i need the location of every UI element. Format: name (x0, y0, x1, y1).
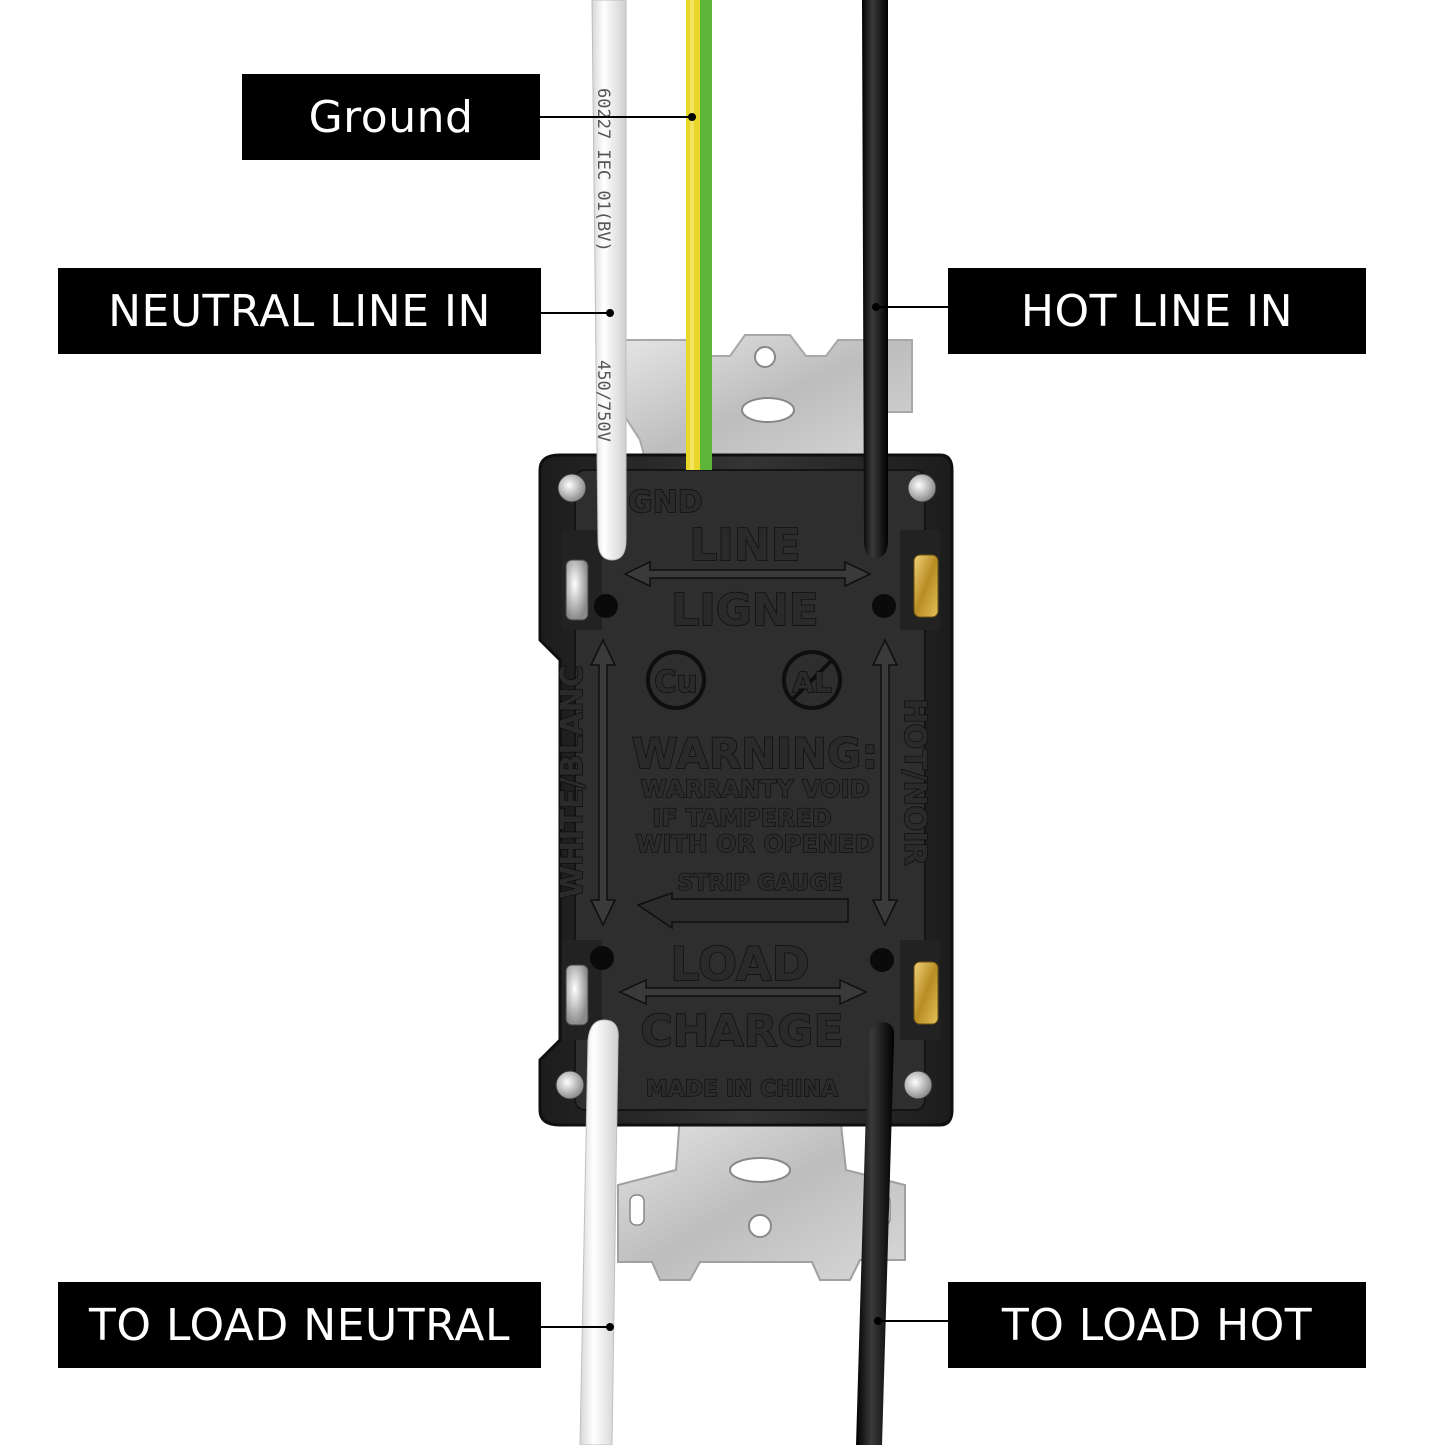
gnd-text: GND (628, 485, 703, 520)
leader-dot-hot-line-in (872, 303, 880, 311)
label-hot-line-in-text: HOT LINE IN (1020, 285, 1294, 337)
made-in-text: MADE IN CHINA (646, 1077, 838, 1102)
terminal-holes (590, 594, 896, 972)
white-blanc-text: WHITE/BLANC (555, 665, 590, 899)
leader-neutral-line-in (541, 312, 609, 314)
wire-print-line2: 450/750V (593, 360, 613, 442)
leader-to-load-hot (880, 1320, 948, 1322)
leader-dot-ground (688, 113, 696, 121)
label-to-load-hot: TO LOAD HOT (948, 1282, 1366, 1368)
cu-al-marks (646, 650, 842, 710)
neutral-line-in-wire: 60227 IEC 01(BV) 450/750V (591, 0, 627, 561)
warning-line-2: IF TAMPERED (652, 804, 831, 832)
load-neutral-wire (579, 1019, 619, 1445)
label-to-load-hot-text: TO LOAD HOT (1001, 1299, 1313, 1351)
label-ground-text: Ground (308, 91, 474, 143)
embossed-arrows (589, 560, 899, 1006)
warning-line-3: WITH OR OPENED (636, 830, 874, 858)
warning-title: WARNING: (632, 729, 878, 778)
warning-line-1: WARRANTY VOID (640, 775, 869, 803)
label-hot-line-in: HOT LINE IN (948, 268, 1366, 354)
leader-hot-line-in (878, 306, 948, 308)
label-to-load-neutral: TO LOAD NEUTRAL (58, 1282, 541, 1368)
ligne-text: LIGNE (671, 585, 818, 636)
label-neutral-line-in-text: NEUTRAL LINE IN (108, 285, 491, 337)
charge-text: CHARGE (640, 1006, 843, 1057)
hot-noir-text: HOT/NOIR (897, 699, 932, 866)
load-text: LOAD (670, 937, 809, 991)
label-neutral-line-in: NEUTRAL LINE IN (58, 268, 541, 354)
leader-dot-to-load-neutral (606, 1323, 614, 1331)
wire-print-line1: 60227 IEC 01(BV) (593, 88, 613, 252)
leader-ground (540, 116, 690, 118)
leader-to-load-neutral (541, 1326, 609, 1328)
leader-dot-to-load-hot (874, 1317, 882, 1325)
leader-dot-neutral-line-in (606, 309, 614, 317)
corner-screws (555, 473, 937, 1100)
line-text: LINE (689, 520, 800, 571)
hot-line-in-wire (862, 0, 888, 558)
al-text: AL (792, 666, 832, 699)
ground-wire (686, 0, 712, 470)
cu-text: Cu (654, 665, 697, 700)
terminal-screws (565, 554, 939, 1026)
label-ground: Ground (242, 74, 540, 160)
receptacle-housing (538, 453, 954, 1127)
label-to-load-neutral-text: TO LOAD NEUTRAL (89, 1299, 510, 1351)
load-hot-wire (856, 1022, 895, 1445)
strip-gauge-text: STRIP GAUGE (677, 871, 842, 896)
